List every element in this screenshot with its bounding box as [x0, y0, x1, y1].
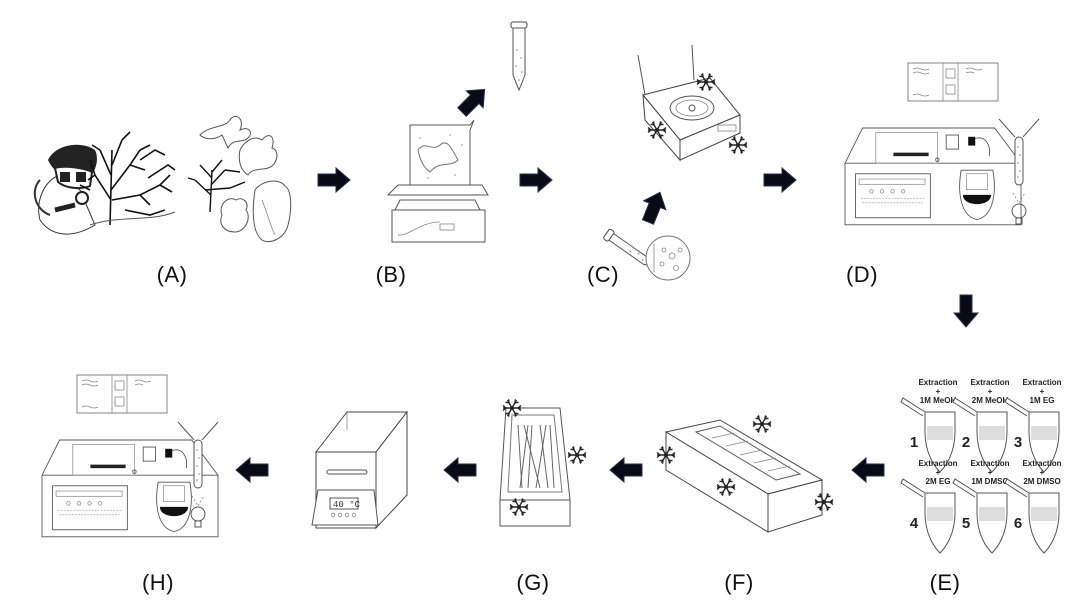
tube-4: Extraction+2M EG 4 [900, 459, 958, 554]
water-bath-display: 40 °C [333, 500, 361, 510]
tube-label-line-3: 2M MeOH [972, 396, 1009, 405]
water-bath-device: 40 °C [311, 410, 409, 530]
tube-number: 6 [1014, 515, 1022, 532]
centrifuge-tube [510, 21, 528, 92]
analyzer-d [844, 127, 1022, 226]
step-h-illustration [41, 374, 219, 538]
tube-number: 3 [1014, 434, 1022, 451]
refrigerated-centrifuge [637, 44, 748, 162]
step-d-illustration [844, 62, 1040, 226]
tube-number: 1 [910, 434, 918, 451]
tube-label-line-2: + [988, 387, 993, 396]
tube-number: 4 [910, 515, 919, 532]
tube-3: Extraction+1M EG3 [1004, 378, 1062, 473]
tube-label-line-2: + [988, 468, 993, 477]
tube-number: 5 [962, 515, 970, 532]
arrow-c-up [641, 191, 667, 225]
tube-label-line-2: + [936, 468, 941, 477]
tube-label-line-2: + [936, 387, 941, 396]
arrow-d-to-e [952, 294, 980, 328]
seaweed-dark [79, 131, 176, 226]
beaker [409, 119, 475, 186]
tube-label-line-3: 2M DMSO [1023, 477, 1060, 486]
tube-with-magnifier [603, 228, 691, 281]
tube-number: 2 [962, 434, 970, 451]
tube-label-line-2: + [1040, 387, 1045, 396]
step-a-illustration [33, 115, 292, 243]
step-label-h: (H) [141, 570, 175, 595]
step-label-c: (C) [586, 262, 620, 287]
arrow-c-to-d [763, 167, 797, 193]
stirrer-hotplate [386, 184, 489, 243]
analyzer-h [41, 439, 219, 538]
result-card-d [907, 62, 999, 102]
tube-label-line-1: Extraction [918, 459, 957, 468]
step-label-e: (E) [929, 570, 961, 595]
arrow-g-to-h [443, 456, 477, 484]
arrow-bath-to-h [235, 456, 269, 484]
step-label-d: (D) [845, 262, 879, 287]
step-label-a: (A) [156, 262, 188, 287]
arrow-a-to-b [317, 167, 351, 193]
step-f-illustration [656, 414, 834, 533]
diver-figure [33, 144, 97, 235]
tube-label-line-3: 1M DMSO [971, 477, 1008, 486]
tube-label-line-2: + [1040, 468, 1045, 477]
arrow-f-to-g [609, 456, 643, 484]
arrow-b-to-tube [457, 88, 486, 117]
tube-label-line-3: 1M MeOH [920, 396, 957, 405]
step-b-illustration [386, 21, 528, 243]
tube-label-line-3: 1M EG [1030, 396, 1055, 405]
tube-6: Extraction+2M DMSO 6 [1004, 459, 1062, 554]
tube-label-line-1: Extraction [918, 378, 957, 387]
tube-label-line-1: Extraction [970, 459, 1009, 468]
arrow-b-to-c [519, 167, 553, 193]
tube-label-line-1: Extraction [1022, 378, 1061, 387]
step-g-illustration [499, 398, 587, 527]
tube-label-line-1: Extraction [970, 378, 1009, 387]
step-label-b: (B) [375, 262, 407, 287]
step-c-illustration [603, 44, 748, 281]
result-card-h [76, 374, 168, 414]
seaweed-samples [187, 115, 292, 243]
arrow-e-to-f [851, 456, 885, 484]
tube-label-line-3: 2M EG [926, 477, 951, 486]
step-label-f: (F) [724, 570, 754, 595]
tube-5: Extraction+1M DMSO 5 [952, 459, 1010, 554]
tube-label-line-1: Extraction [1022, 459, 1061, 468]
step-label-g: (G) [516, 570, 550, 595]
